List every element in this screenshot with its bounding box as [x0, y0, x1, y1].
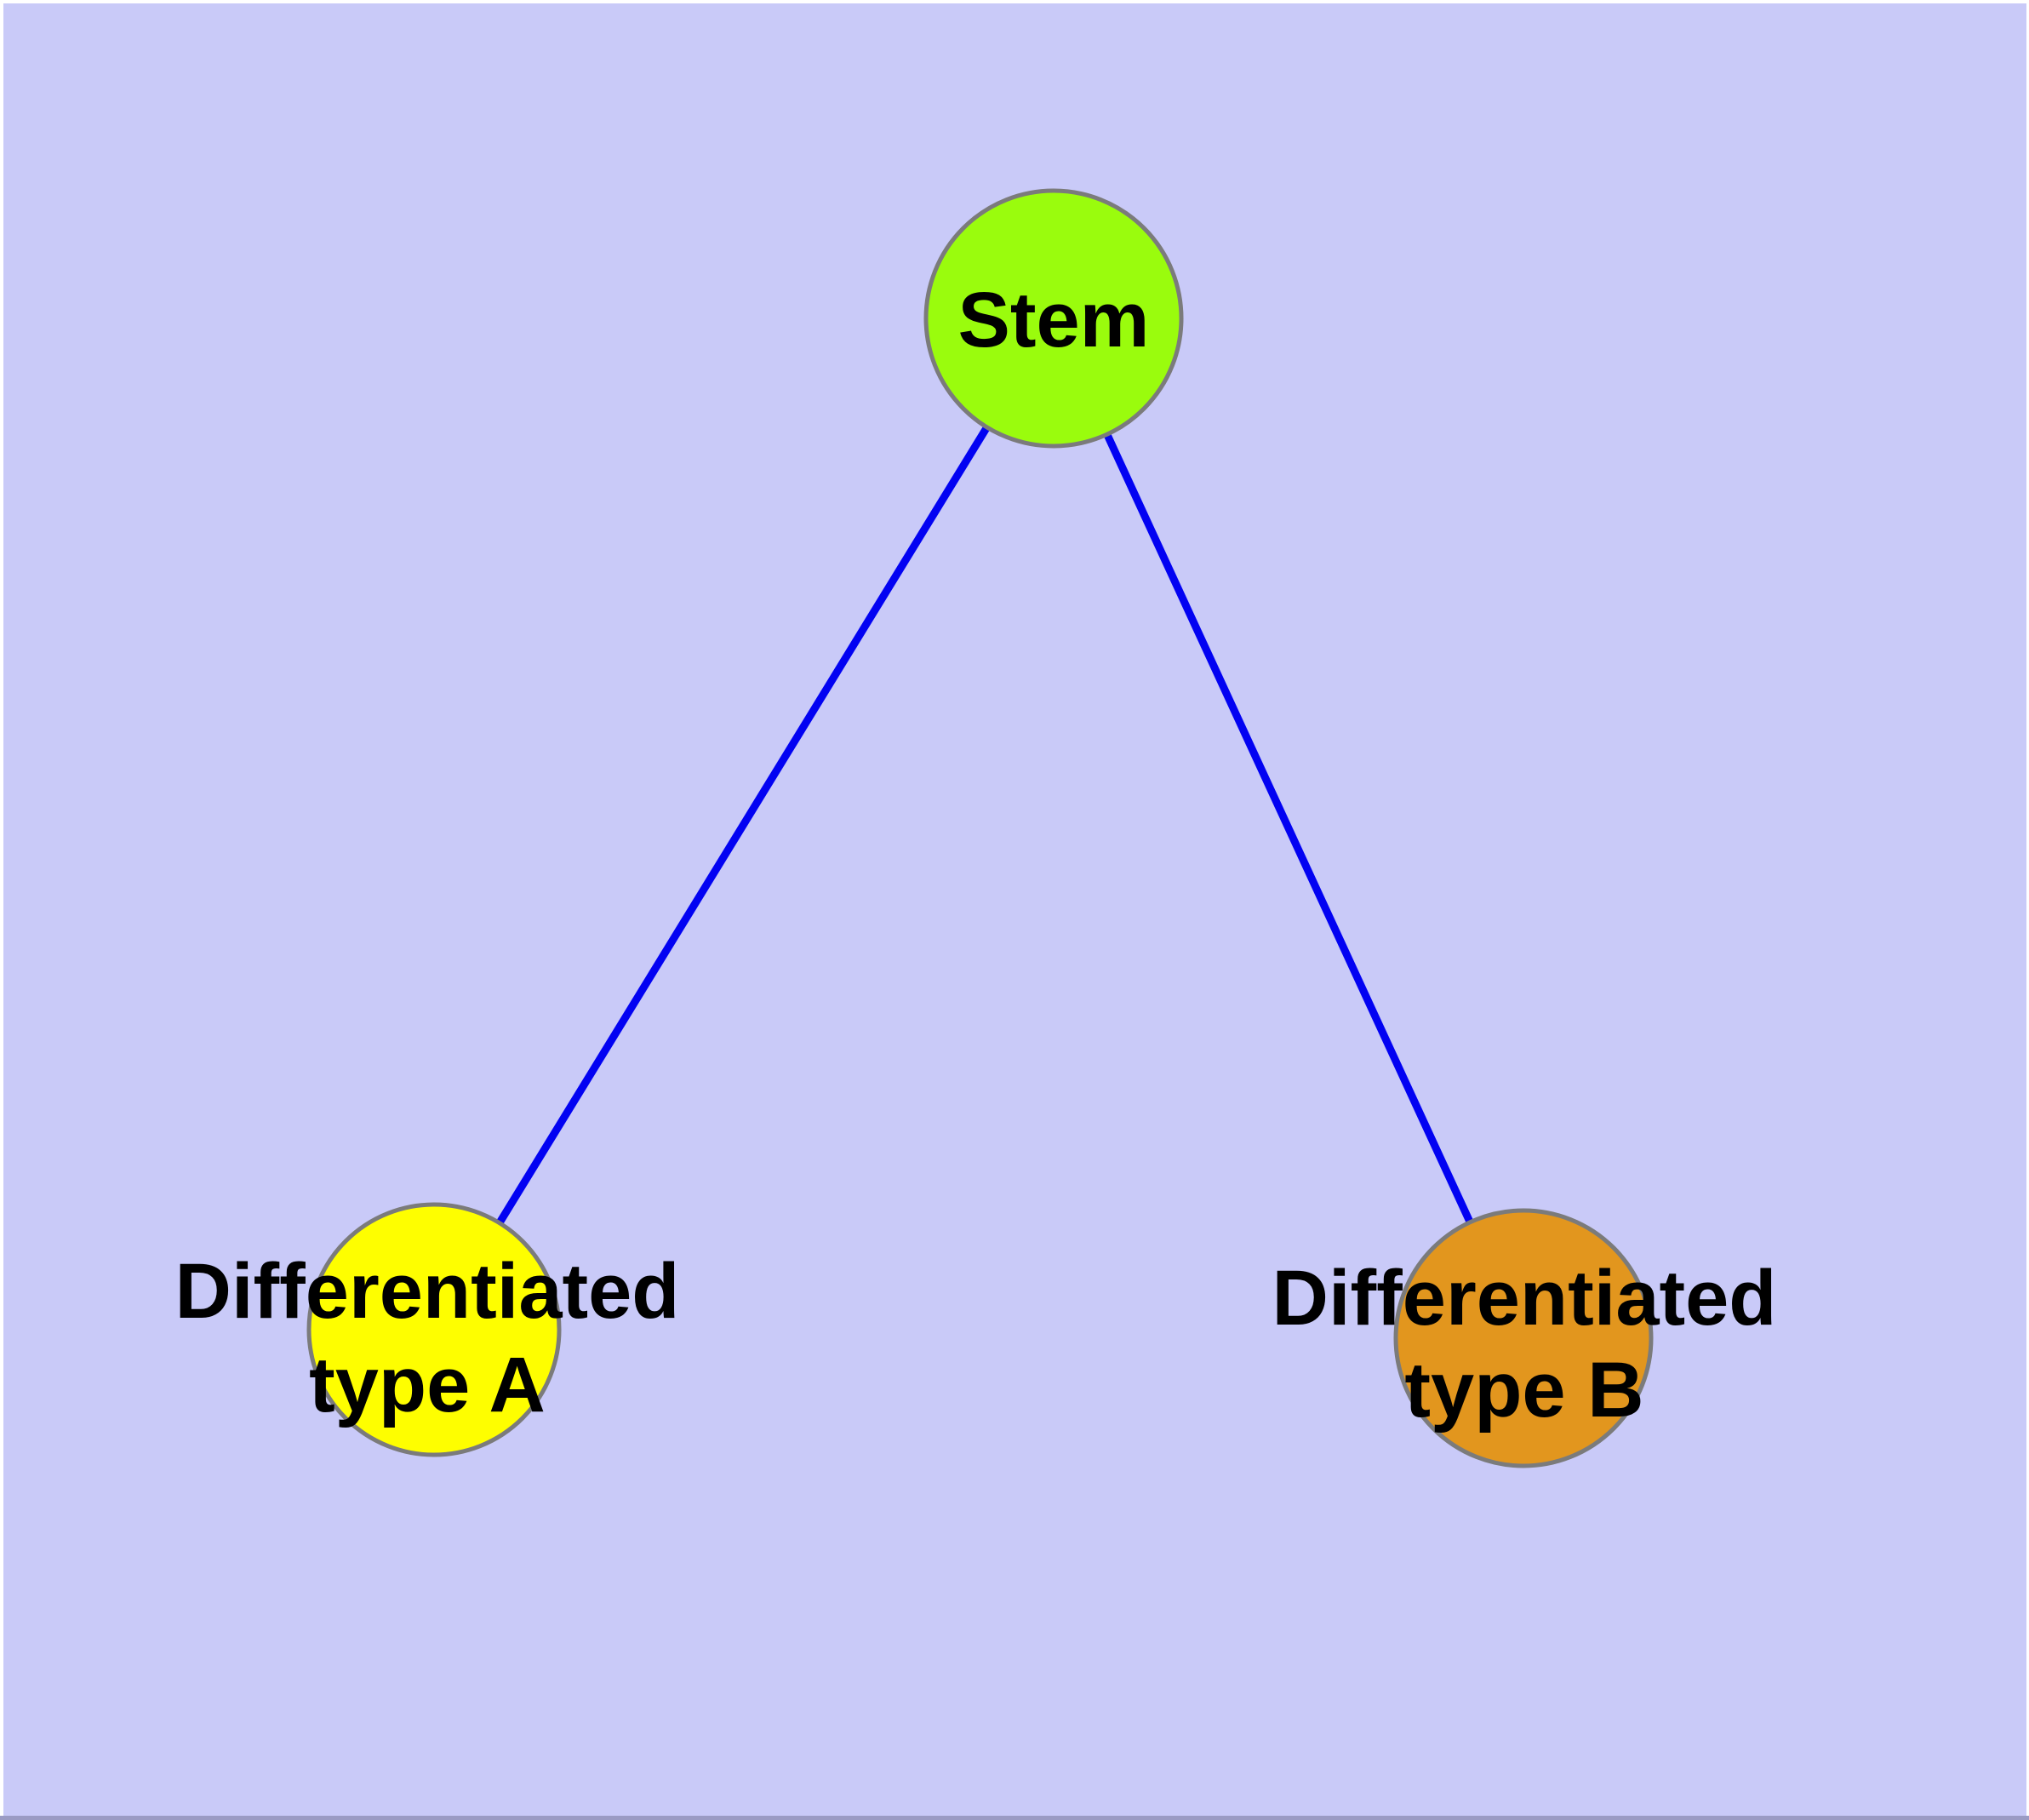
edge-group	[431, 316, 1528, 1340]
label-group: Stem Differentiated type A Differentiate…	[175, 277, 1777, 1434]
node-label-stem: Stem	[958, 277, 1150, 363]
edge-stem-to-type-a	[431, 316, 1057, 1332]
node-label-type-b-line1: Differentiated	[1272, 1255, 1777, 1342]
node-stem	[923, 188, 1184, 449]
edge-stem-to-type-b	[1049, 317, 1528, 1340]
node-label-type-a-line2: type A	[309, 1342, 546, 1428]
node-group	[306, 188, 1654, 1468]
node-label-type-a-line1: Differentiated	[175, 1248, 680, 1335]
node-label-type-b-line2: type B	[1404, 1347, 1643, 1434]
node-differentiated-type-a	[306, 1202, 562, 1457]
node-differentiated-type-b	[1393, 1208, 1654, 1468]
bottom-edge-line	[0, 1816, 2029, 1820]
